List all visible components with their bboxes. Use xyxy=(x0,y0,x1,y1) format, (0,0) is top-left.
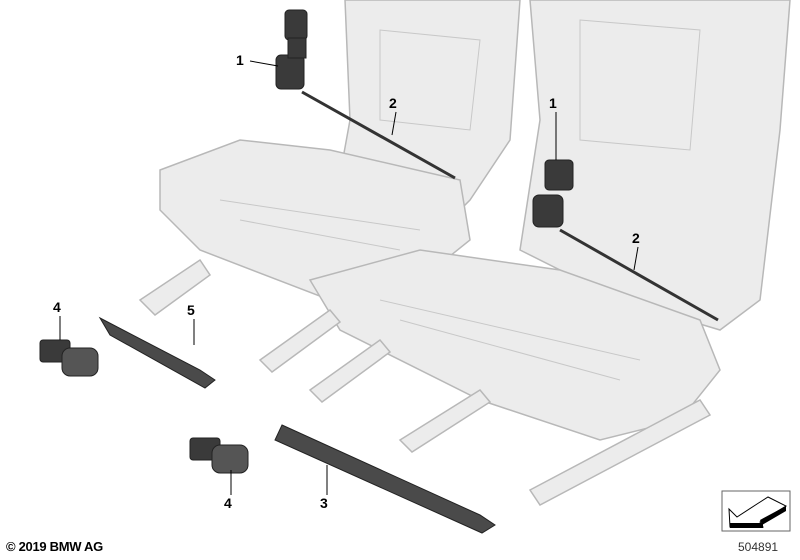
part-1-top-motor xyxy=(275,9,308,90)
callout-1-top: 1 xyxy=(236,52,244,68)
callout-5: 5 xyxy=(187,302,195,318)
part-4-bottom-motor xyxy=(189,437,249,474)
part-3-rail xyxy=(274,424,496,534)
callout-2-top: 2 xyxy=(389,95,397,111)
callout-3: 3 xyxy=(320,495,328,511)
callout-1-right: 1 xyxy=(549,95,557,111)
callout-4-left: 4 xyxy=(53,299,61,315)
reference-number: 504891 xyxy=(738,540,779,554)
parts xyxy=(39,9,719,534)
part-4-left-motor xyxy=(39,339,99,377)
leader-lines xyxy=(59,60,639,495)
part-2-top-shaft xyxy=(301,90,456,180)
copyright-text: © 2019 BMW AG xyxy=(6,539,103,554)
part-5-rail xyxy=(98,316,216,389)
seat-frame xyxy=(138,0,791,506)
part-1-right-motor xyxy=(532,159,574,228)
part-2-right-shaft xyxy=(559,228,719,322)
direction-arrow-icon xyxy=(721,490,791,532)
callout-4-bottom: 4 xyxy=(224,495,232,511)
callout-2-right: 2 xyxy=(632,230,640,246)
